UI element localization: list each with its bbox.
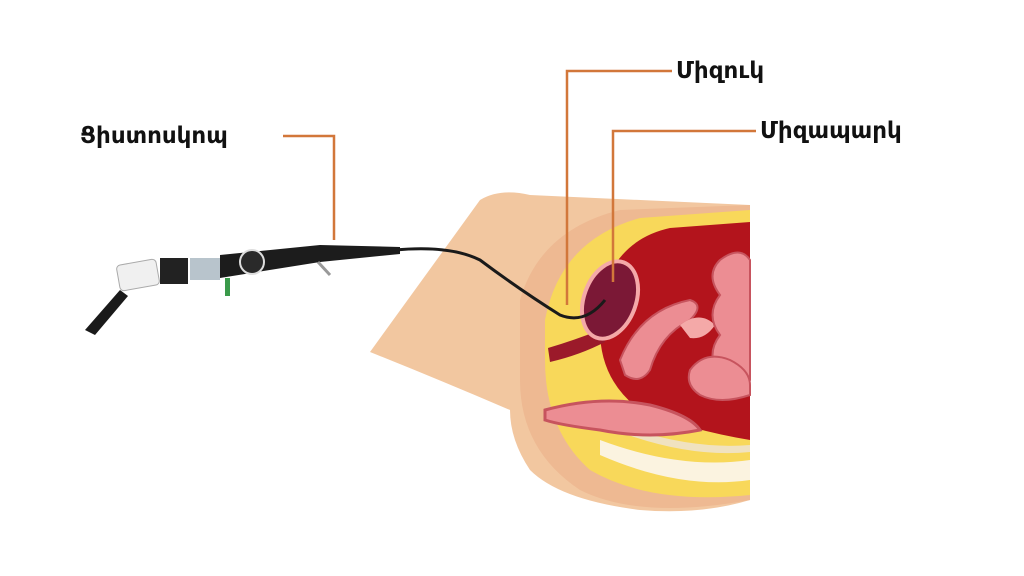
cystoscope xyxy=(85,245,400,335)
leader-line-urethra xyxy=(565,69,672,305)
leader-line-cystoscope xyxy=(283,134,336,240)
intestines xyxy=(687,251,751,401)
rectum xyxy=(543,399,703,437)
bladder xyxy=(579,259,641,341)
label-cystoscope: Ցիստոսկոպ xyxy=(80,122,228,148)
scope-cable xyxy=(394,247,607,320)
label-bladder: Միզապարկ xyxy=(760,117,902,143)
label-urethra: Միզուկ xyxy=(676,57,765,83)
urethra xyxy=(548,330,605,362)
leader-line-bladder xyxy=(611,129,756,282)
pelvic-bone xyxy=(600,440,750,483)
ovary xyxy=(680,317,715,339)
